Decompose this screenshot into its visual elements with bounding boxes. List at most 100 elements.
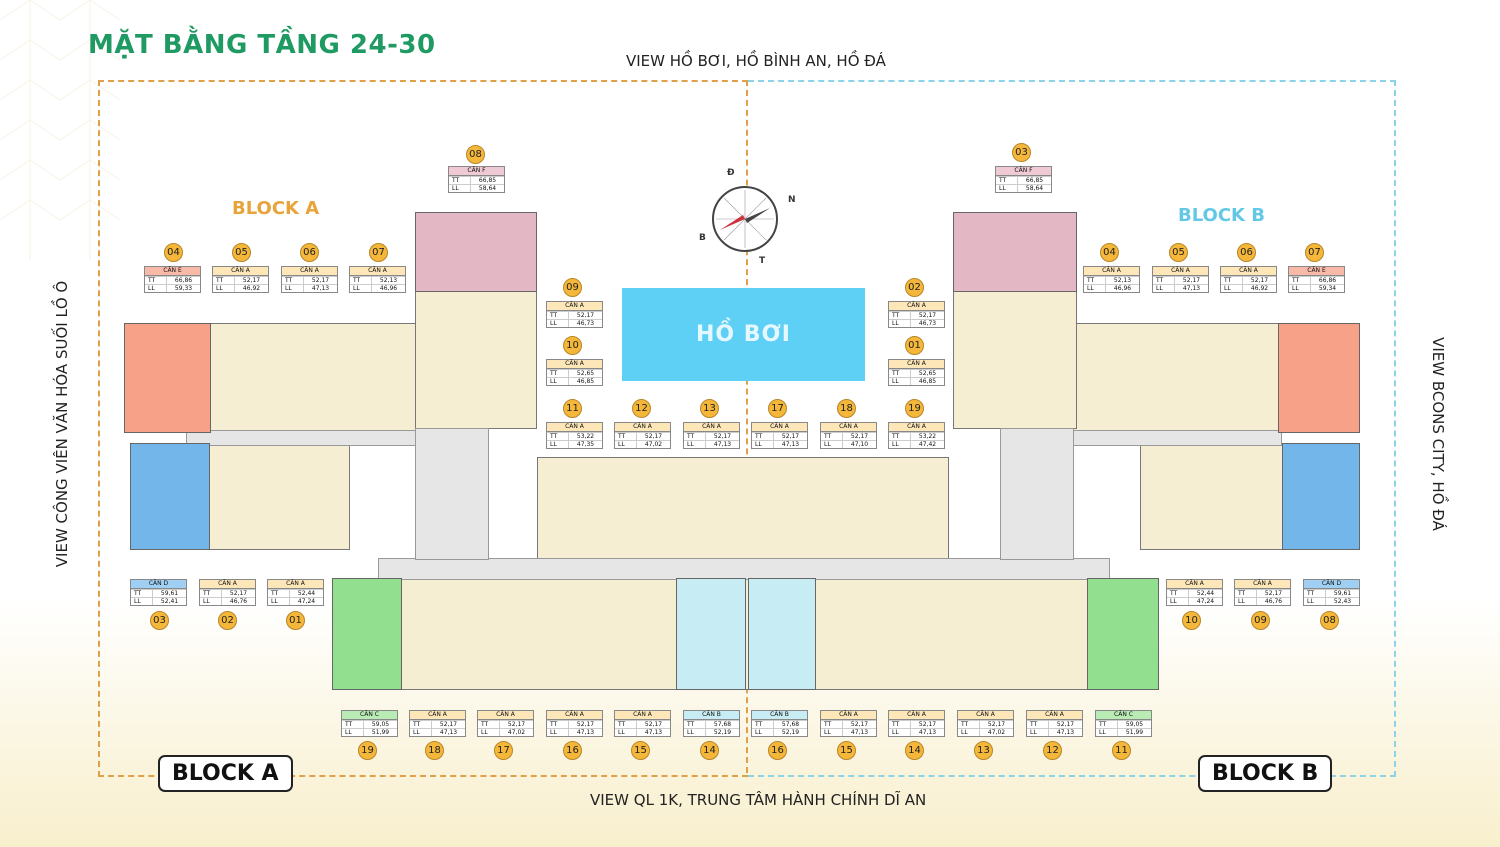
unit-number-badge: 10 [563,336,582,355]
area-row-value: 47,42 [918,441,937,448]
area-row-label: TT [889,721,911,728]
area-row-label: LL [1153,285,1175,292]
area-row-label: LL [684,441,706,448]
area-row-label: LL [889,729,911,736]
area-row-value: 47,13 [311,285,330,292]
area-row-label: TT [1153,277,1175,284]
unit-number-badge: 19 [358,741,377,760]
area-row-value: 47,13 [439,729,458,736]
unit-number-badge: 15 [631,741,650,760]
unit-number-badge: 02 [218,611,237,630]
unit-type-label: CĂN B [752,711,807,720]
swimming-pool: HỒ BƠI [622,288,865,381]
area-row-value: 52,43 [1333,598,1352,605]
area-row-value: 47,24 [1196,598,1215,605]
unit-number-badge: 11 [1112,741,1131,760]
block-b-boundary [748,80,1396,777]
unit-type-label: CĂN A [268,580,323,589]
unit-type-label: CĂN A [1167,580,1222,589]
area-row-label: LL [200,598,222,605]
area-row-value: 47,02 [507,729,526,736]
view-right-label: VIEW BCONS CITY, HỒ ĐÁ [1429,337,1447,531]
unit-number-badge: 05 [232,243,251,262]
unit-number-badge: 05 [1169,243,1188,262]
unit-number-badge: 12 [632,399,651,418]
view-top-label: VIEW HỒ BƠI, HỒ BÌNH AN, HỒ ĐÁ [626,52,886,70]
area-row-label: TT [1235,590,1257,597]
unit-type-label: CĂN A [1153,267,1208,276]
area-row-label: TT [478,721,500,728]
area-row-value: 47,13 [918,729,937,736]
area-row-label: LL [752,441,774,448]
area-row-value: 52,17 [644,721,663,728]
block-a-boundary [98,80,748,777]
unit-number-badge: 08 [466,145,485,164]
unit-type-label: CĂN A [350,267,405,276]
view-left-label: VIEW CÔNG VIÊN VĂN HÓA SUỐI LỒ Ô [53,280,71,568]
area-row-label: LL [958,729,980,736]
area-row-value: 52,19 [781,729,800,736]
area-row-label: LL [889,378,911,385]
unit-b08-d [1282,443,1360,550]
area-row-label: LL [547,441,569,448]
unit-number-badge: 04 [164,243,183,262]
unit-number-badge: 16 [563,741,582,760]
unit-type-label: CĂN C [1096,711,1151,720]
area-row-value: 52,17 [439,721,458,728]
area-row-label: TT [213,277,235,284]
area-row-value: 59,33 [174,285,193,292]
area-row-label: LL [615,729,637,736]
area-row-label: LL [821,441,843,448]
area-row-label: TT [547,433,569,440]
area-row-label: TT [1096,721,1118,728]
area-row-value: 52,44 [1196,590,1215,597]
unit-a19-c [332,578,402,690]
area-row-value: 52,17 [1264,590,1283,597]
area-row-label: TT [268,590,290,597]
area-row-label: LL [449,185,471,192]
area-row-value: 52,17 [1182,277,1201,284]
area-row-value: 66,85 [1025,177,1044,184]
area-row-value: 59,61 [160,590,179,597]
area-row-value: 52,17 [229,590,248,597]
unit-type-label: CĂN A [1027,711,1082,720]
area-row-label: LL [996,185,1018,192]
unit-number-badge: 14 [905,741,924,760]
area-row-label: TT [889,370,911,377]
area-row-value: 47,13 [1056,729,1075,736]
unit-number-badge: 17 [768,399,787,418]
unit-type-label: CĂN A [547,360,602,369]
unit-type-label: CĂN A [889,711,944,720]
area-row-value: 47,13 [713,441,732,448]
unit-number-badge: 16 [768,741,787,760]
unit-type-label: CĂN A [684,423,739,432]
